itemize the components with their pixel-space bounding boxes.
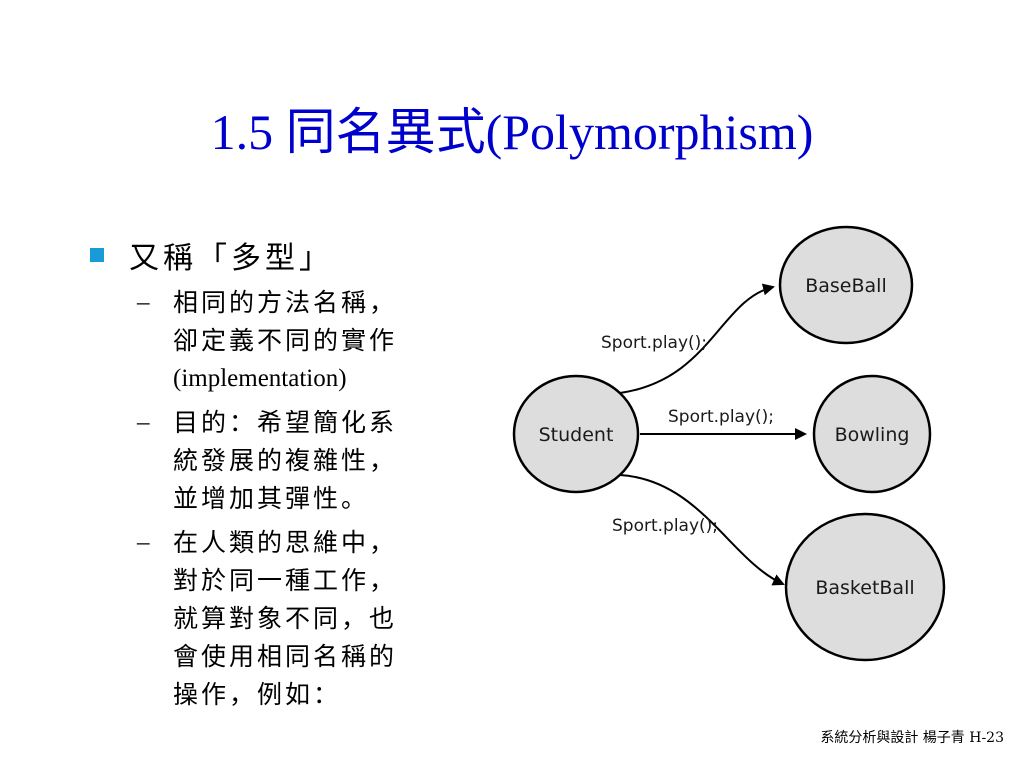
slide-footer: 系統分析與設計 楊子青 H-23: [820, 730, 1004, 746]
text-line: 目的：希望簡化系: [173, 408, 398, 437]
text-line: 會使用相同名稱的: [173, 642, 398, 671]
text-line: 統發展的複雜性，: [173, 446, 398, 475]
sub-item-definition: – 相同的方法名稱， 卻定義不同的實作 (implementation): [137, 284, 467, 398]
edge-label-bowling: Sport.play();: [668, 407, 774, 427]
text-line: 就算對象不同，也: [173, 604, 398, 633]
edge-label-basketball: Sport.play();: [612, 516, 718, 536]
bullet-square-icon: [90, 248, 104, 262]
text-line: 相同的方法名稱，: [173, 288, 398, 317]
dash-marker: –: [137, 289, 150, 316]
node-label-baseball: BaseBall: [805, 275, 887, 297]
text-line: 對於同一種工作，: [173, 566, 398, 595]
node-label-student: Student: [539, 424, 614, 446]
node-bowling: Bowling: [812, 374, 932, 494]
sub-item-text: 相同的方法名稱， 卻定義不同的實作 (implementation): [173, 284, 397, 398]
text-line: (implementation): [173, 365, 347, 392]
node-baseball: BaseBall: [778, 225, 914, 345]
text-line: 操作，例如：: [173, 680, 342, 709]
edge-to-basketball: [619, 474, 785, 586]
text-line: 卻定義不同的實作: [173, 326, 398, 355]
node-label-basketball: BasketBall: [815, 577, 914, 599]
bullet-item: 又稱「多型」: [90, 232, 333, 278]
slide-title: 1.5 同名異式(Polymorphism): [210, 104, 814, 160]
sub-item-example: – 在人類的思維中， 對於同一種工作， 就算對象不同，也 會使用相同名稱的 操作…: [137, 524, 467, 714]
sub-item-text: 目的：希望簡化系 統發展的複雜性， 並增加其彈性。: [173, 404, 397, 518]
text-line: 並增加其彈性。: [173, 484, 370, 513]
node-basketball: BasketBall: [784, 512, 946, 662]
node-label-bowling: Bowling: [835, 424, 910, 446]
sub-item-purpose: – 目的：希望簡化系 統發展的複雜性， 並增加其彈性。: [137, 404, 467, 518]
dash-marker: –: [137, 409, 150, 436]
text-line: 在人類的思維中，: [173, 528, 398, 557]
bullet-text: 又稱「多型」: [129, 241, 333, 276]
dash-marker: –: [137, 529, 150, 556]
node-student: Student: [512, 374, 640, 494]
edge-to-baseball: [619, 283, 775, 394]
edge-label-baseball: Sport.play();: [601, 333, 707, 353]
sub-item-text: 在人類的思維中， 對於同一種工作， 就算對象不同，也 會使用相同名稱的 操作，例…: [173, 524, 397, 714]
